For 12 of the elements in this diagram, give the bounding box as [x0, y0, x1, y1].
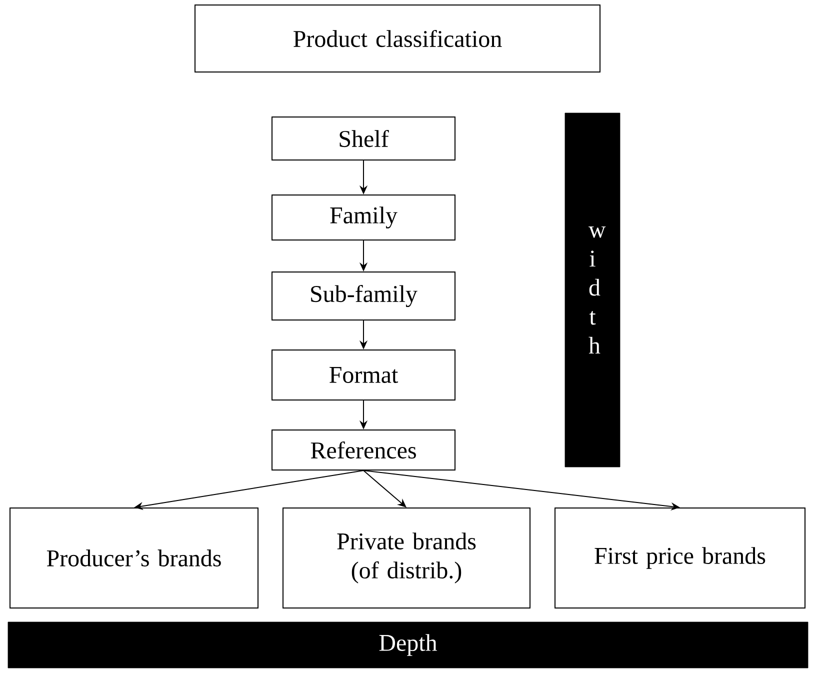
process-box: First price brands: [554, 508, 806, 608]
process-box: Private brands (of distrib.): [282, 508, 530, 608]
arrow: [363, 470, 406, 508]
process-box: Sub-family: [272, 272, 456, 320]
process-box: Shelf: [272, 116, 456, 160]
process-box: Format: [272, 350, 456, 400]
process-box: Family: [272, 194, 456, 240]
process-box: References: [272, 430, 456, 470]
label-band: w i d t h: [564, 112, 620, 468]
label-band: Depth: [8, 622, 808, 668]
process-box: Product classification: [194, 4, 600, 72]
process-box: Producer’s brands: [10, 508, 258, 608]
